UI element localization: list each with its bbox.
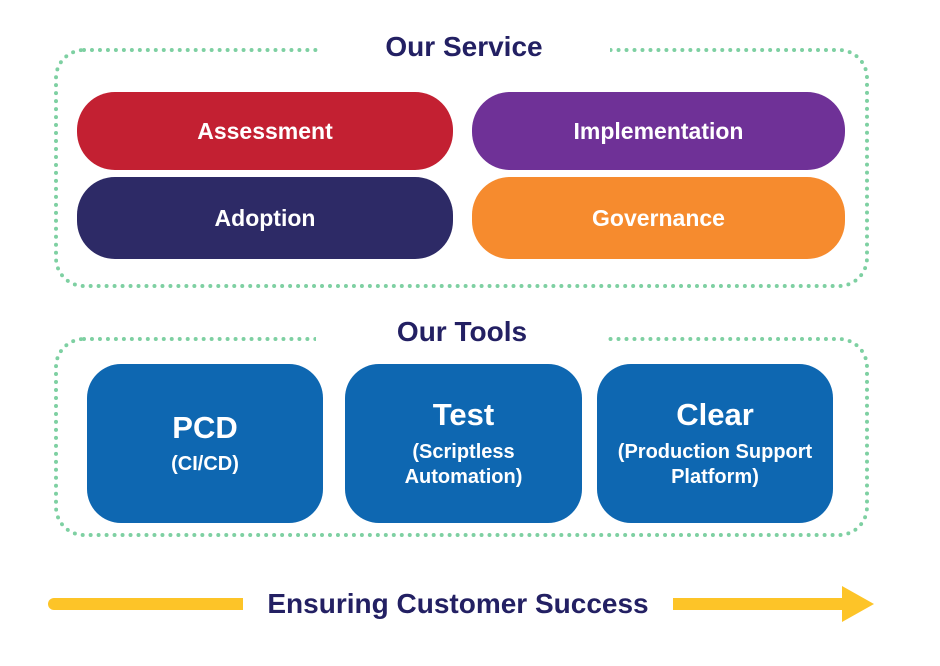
- tool-test-title: Test: [432, 397, 495, 433]
- customer-success-arrow-label: Ensuring Customer Success: [243, 577, 673, 630]
- service-group-title: Our Service: [318, 27, 610, 66]
- tools-group-title: Our Tools: [316, 312, 608, 352]
- service-pill-governance: Governance: [472, 177, 845, 259]
- tool-box-pcd: PCD (CI/CD): [87, 364, 323, 523]
- service-pill-implementation: Implementation: [472, 92, 845, 170]
- service-pill-assessment: Assessment: [77, 92, 453, 170]
- tool-clear-title: Clear: [676, 397, 754, 433]
- tool-test-subtitle: (Scriptless Automation): [404, 440, 523, 488]
- tool-pcd-subtitle: (CI/CD): [171, 453, 239, 476]
- service-pill-adoption: Adoption: [77, 177, 453, 259]
- tool-box-clear: Clear (Production Support Platform): [597, 364, 833, 523]
- tool-box-test: Test (Scriptless Automation): [345, 364, 582, 523]
- customer-success-arrow-head-icon: [842, 586, 874, 622]
- tool-clear-subtitle: (Production Support Platform): [617, 440, 813, 488]
- tool-pcd-title: PCD: [172, 409, 238, 445]
